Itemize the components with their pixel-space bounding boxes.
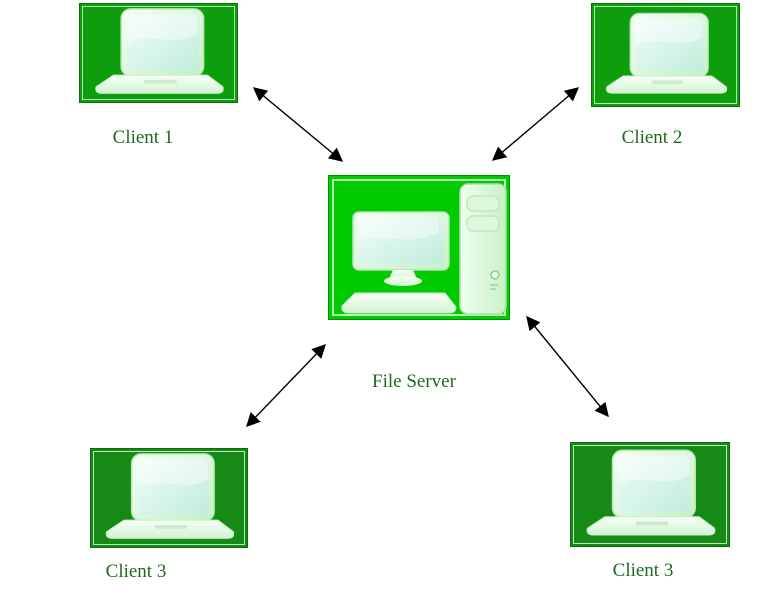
node-label-client2: Client 2	[621, 127, 683, 148]
node-label-file-server: File Server	[372, 371, 456, 392]
node-label-client3-right: Client 3	[612, 560, 674, 581]
arrow-server-client3-right	[526, 315, 609, 418]
arrow-server-client3-left	[246, 343, 326, 428]
node-client2	[591, 3, 740, 107]
laptop-icon	[574, 447, 728, 544]
node-file-server	[328, 175, 510, 320]
node-label-client3-left: Client 3	[105, 561, 167, 582]
arrow-client1-server	[252, 87, 344, 162]
laptop-icon	[93, 451, 247, 547]
node-client3-left	[90, 448, 248, 548]
desktop-computer-icon	[329, 176, 511, 321]
node-client3-right	[570, 442, 730, 547]
node-client1	[79, 3, 238, 103]
node-label-client1: Client 1	[112, 127, 174, 148]
arrow-client2-server	[491, 87, 580, 161]
laptop-icon	[594, 8, 739, 104]
laptop-icon	[82, 6, 237, 102]
